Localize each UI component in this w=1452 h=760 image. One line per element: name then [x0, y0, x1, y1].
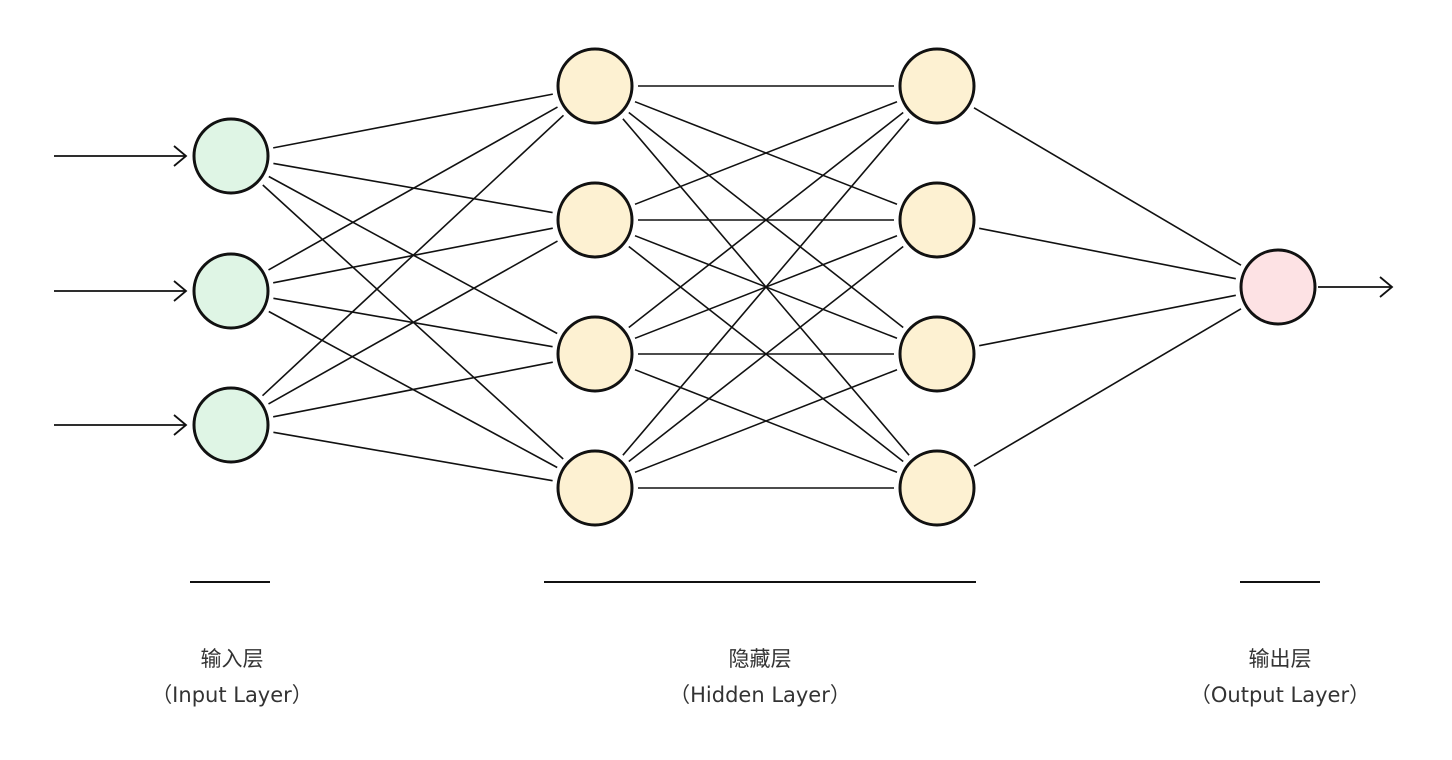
connection-edges — [261, 85, 1242, 489]
hidden-2-node-1 — [898, 47, 976, 125]
edge-hidden-2-2-to-output-1 — [979, 227, 1236, 280]
input-layer-label: 输入层 （Input Layer） — [120, 641, 344, 713]
output-arrow-1-arrow-right-icon-head — [1379, 276, 1394, 298]
hidden-1-node-2 — [556, 181, 634, 259]
hidden-2-node-2 — [898, 181, 976, 259]
input-arrow-3-arrow-right-icon — [54, 414, 188, 436]
input-arrow-1-arrow-right-icon — [54, 145, 188, 167]
hidden-2-node-4 — [898, 449, 976, 527]
input-node-1 — [192, 117, 270, 195]
edge-hidden-2-4-to-output-1 — [973, 308, 1242, 467]
edge-hidden-1-4-to-hidden-2-3 — [634, 368, 898, 474]
edge-hidden-1-4-to-hidden-2-2 — [628, 245, 904, 463]
edge-input-2-to-hidden-1-1 — [268, 106, 558, 271]
output-layer-label: 输出层 （Output Layer） — [1170, 641, 1390, 713]
edge-input-1-to-hidden-1-1 — [273, 93, 553, 149]
edge-hidden-1-2-to-hidden-2-1 — [634, 100, 898, 206]
output-layer-subtitle: （Output Layer） — [1189, 683, 1371, 707]
neuron-nodes — [192, 47, 1317, 527]
input-layer-subtitle: （Input Layer） — [151, 683, 313, 707]
edge-input-3-to-hidden-1-3 — [273, 361, 553, 418]
input-arrow-2-arrow-right-icon — [54, 280, 188, 302]
input-arrow-1-arrow-right-icon-head — [173, 145, 188, 167]
edge-input-3-to-hidden-1-1 — [261, 114, 565, 397]
edge-hidden-2-1-to-output-1 — [973, 107, 1242, 266]
hidden-1-node-4 — [556, 449, 634, 527]
input-node-2 — [192, 252, 270, 330]
input-arrow-2-arrow-right-icon-head — [173, 280, 188, 302]
io-arrows — [54, 145, 1394, 436]
output-layer-title: 输出层 — [1248, 647, 1312, 671]
edge-input-3-to-hidden-1-4 — [273, 431, 553, 482]
edge-input-3-to-hidden-1-2 — [268, 240, 558, 405]
hidden-1-node-3 — [556, 315, 634, 393]
edge-hidden-2-3-to-output-1 — [979, 294, 1236, 347]
hidden-2-node-3 — [898, 315, 976, 393]
hidden-layer-label: 隐藏层 （Hidden Layer） — [640, 641, 880, 713]
output-node-1 — [1239, 248, 1317, 326]
edge-hidden-1-3-to-hidden-2-1 — [628, 111, 904, 329]
edge-hidden-1-4-to-hidden-2-1 — [622, 118, 910, 456]
input-node-3 — [192, 386, 270, 464]
output-arrow-1-arrow-right-icon — [1318, 276, 1394, 298]
hidden-1-node-1 — [556, 47, 634, 125]
input-layer-title: 输入层 — [200, 647, 264, 671]
hidden-layer-subtitle: （Hidden Layer） — [669, 683, 851, 707]
hidden-layer-title: 隐藏层 — [728, 647, 792, 671]
input-arrow-3-arrow-right-icon-head — [173, 414, 188, 436]
